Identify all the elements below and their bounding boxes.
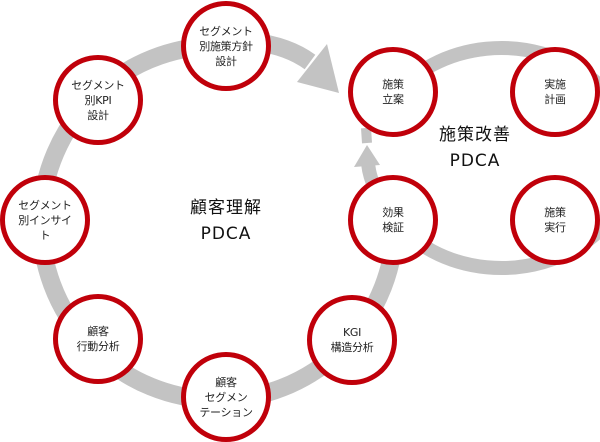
measure-cycle-ring (389, 41, 600, 275)
node-plan-measure: 施策 立案 (348, 47, 438, 137)
node-segment-kpi: セグメント 別KPI 設計 (53, 55, 143, 145)
node-label: セグメント 別施策方針 設計 (199, 24, 253, 68)
node-implementation-plan: 実施 計画 (510, 47, 600, 137)
node-label: 施策 立案 (382, 78, 404, 106)
node-label: 効果 検証 (382, 206, 404, 234)
node-label: 顧客 セグメン テーション (199, 375, 253, 419)
node-label: セグメント 別KPI 設計 (71, 78, 125, 122)
node-segment-policy: セグメント 別施策方針 設計 (181, 1, 271, 91)
node-verify-effect: 効果 検証 (348, 175, 438, 265)
node-label: KGI 構造分析 (330, 326, 374, 354)
measure-cycle-return-top (361, 127, 372, 144)
node-label: 実施 計画 (544, 78, 566, 106)
node-segment-insight: セグメント 別インサイ ト (0, 175, 90, 265)
node-label: 施策 実行 (544, 206, 566, 234)
node-label: 顧客 行動分析 (76, 325, 120, 353)
node-customer-segmentation: 顧客 セグメン テーション (181, 352, 271, 442)
node-customer-behavior: 顧客 行動分析 (53, 294, 143, 384)
node-kgi-structure: KGI 構造分析 (307, 295, 397, 385)
transition-arrow-icon (297, 44, 339, 93)
node-execute-measure: 施策 実行 (510, 175, 600, 265)
node-label: セグメント 別インサイ ト (18, 198, 72, 242)
measure-cycle-title: 施策改善 PDCA (439, 125, 511, 171)
customer-cycle-title: 顧客理解 PDCA (190, 198, 262, 244)
return-arrow-icon (354, 145, 380, 167)
